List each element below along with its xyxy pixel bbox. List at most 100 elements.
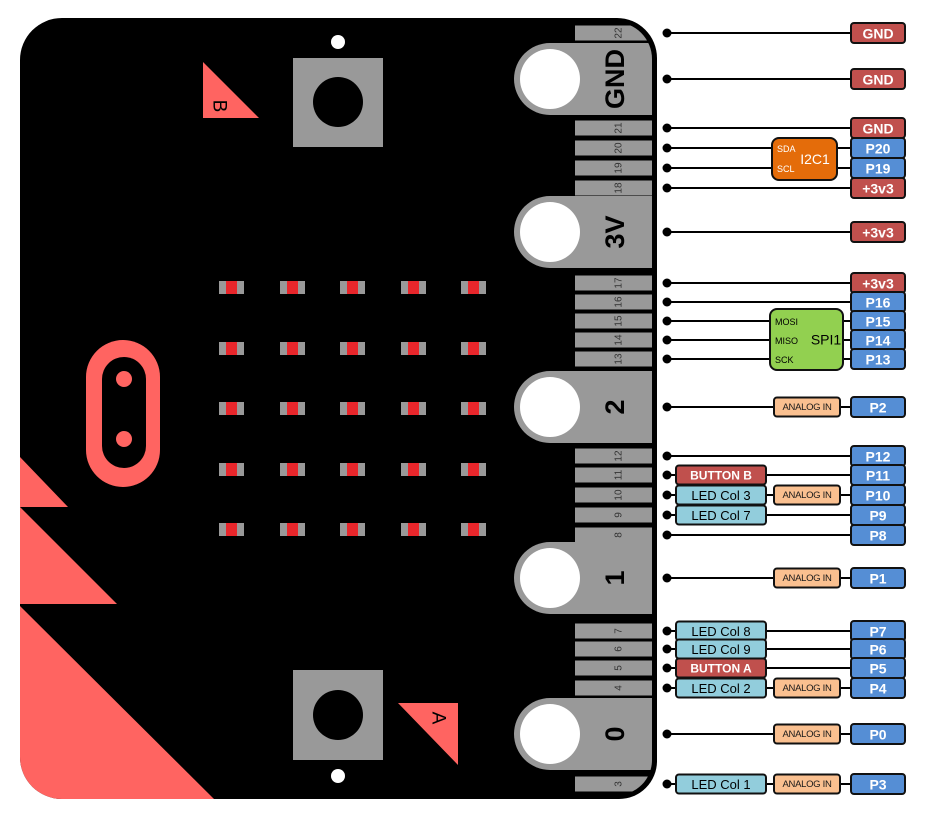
signal-label: P14 — [866, 333, 891, 349]
signal-box: P4 — [850, 677, 906, 699]
pin-number: 9 — [614, 512, 625, 518]
signal-box: P8 — [850, 524, 906, 546]
signal-box: P19 — [850, 157, 906, 179]
box-bg — [675, 773, 767, 795]
signal-label: P19 — [866, 161, 891, 177]
board-body — [20, 18, 657, 799]
signal-label: P8 — [869, 528, 886, 544]
pin-strip-22: 22 — [575, 25, 652, 41]
pin-strip-13: 13 — [575, 351, 652, 367]
led-light — [287, 463, 298, 476]
connector-lines — [662, 227, 851, 237]
signal-box: P16 — [850, 291, 906, 313]
signal-label: P0 — [869, 727, 886, 743]
led — [340, 523, 365, 536]
board: B A 22GND212019183V171615141321211109817… — [20, 18, 657, 799]
connector-lines — [662, 573, 851, 583]
pin-number: 5 — [614, 665, 625, 671]
pad-1: 1 — [514, 542, 652, 614]
analog-in-box: ANALOG IN — [773, 677, 841, 699]
connector-lines — [662, 451, 851, 461]
pin-row: P12 — [662, 445, 906, 467]
pin-number: 6 — [614, 646, 625, 652]
pin-strip-18: 18 — [575, 180, 652, 196]
led-light — [287, 523, 298, 536]
function-boxes: P19 — [850, 157, 906, 179]
connector-lines — [662, 779, 851, 789]
signal-label: P11 — [866, 468, 890, 484]
led — [219, 523, 244, 536]
signal-label: P7 — [869, 624, 886, 640]
button-a: A — [293, 670, 458, 783]
box-bg — [675, 504, 767, 526]
pad-hole-icon — [520, 49, 580, 109]
box-bg — [675, 677, 767, 699]
button-a-label: A — [428, 712, 449, 725]
analog-in-box: ANALOG IN — [773, 773, 841, 795]
led-light — [408, 463, 419, 476]
pin-strip-21: 21 — [575, 120, 652, 136]
led — [461, 281, 486, 294]
led-function-box: LED Col 9 — [675, 638, 767, 660]
connector-lines — [662, 163, 851, 173]
signal-box: GND — [850, 68, 906, 90]
signal-box: P7 — [850, 620, 906, 642]
led-light — [347, 463, 358, 476]
bus-line-label: SDA — [777, 144, 796, 154]
function-boxes: P16 — [850, 291, 906, 313]
decor-triangle — [20, 457, 68, 507]
box-bg — [850, 396, 906, 418]
signal-box: P3 — [850, 773, 906, 795]
box-bg — [773, 677, 841, 699]
pin-number: 3 — [614, 781, 625, 787]
button-function-box: BUTTON A — [675, 657, 767, 679]
function-boxes: GND — [850, 68, 906, 90]
pin-strip-plate — [575, 180, 652, 196]
connector-lines — [662, 510, 851, 520]
box-bg — [773, 773, 841, 795]
alt-function-label: LED Col 9 — [691, 642, 750, 657]
analog-in-box: ANALOG IN — [773, 567, 841, 589]
signal-label: GND — [862, 121, 893, 137]
pin-number: 19 — [614, 162, 625, 174]
pin-number: 7 — [614, 628, 625, 634]
led — [219, 281, 244, 294]
led-light — [226, 402, 237, 415]
alt-function-label: LED Col 1 — [691, 777, 750, 792]
signal-label: P6 — [869, 642, 886, 658]
signal-label: P15 — [866, 314, 891, 330]
pin-number: 18 — [614, 182, 625, 194]
pin-row: LED Col 9 P6 — [662, 638, 906, 660]
box-bg — [850, 567, 906, 589]
led — [401, 523, 426, 536]
pin-strip-plate — [575, 140, 652, 156]
signal-label: P12 — [866, 449, 891, 465]
pin-strip-14: 14 — [575, 332, 652, 348]
led-light — [347, 342, 358, 355]
signal-box: P14 — [850, 329, 906, 351]
led — [280, 342, 305, 355]
pin-row: +3v3 — [662, 177, 906, 199]
alt-function-label: LED Col 3 — [691, 488, 750, 503]
pin-number: 14 — [614, 334, 625, 346]
function-boxes: P8 — [850, 524, 906, 546]
connector-lines — [662, 297, 851, 307]
led — [280, 281, 305, 294]
led — [401, 463, 426, 476]
pin-number: 10 — [614, 489, 625, 501]
led-light — [347, 281, 358, 294]
connector-lines — [662, 143, 851, 153]
led — [461, 402, 486, 415]
function-boxes: +3v3 — [850, 177, 906, 199]
led-light — [287, 402, 298, 415]
pad-hole-icon — [520, 548, 580, 608]
